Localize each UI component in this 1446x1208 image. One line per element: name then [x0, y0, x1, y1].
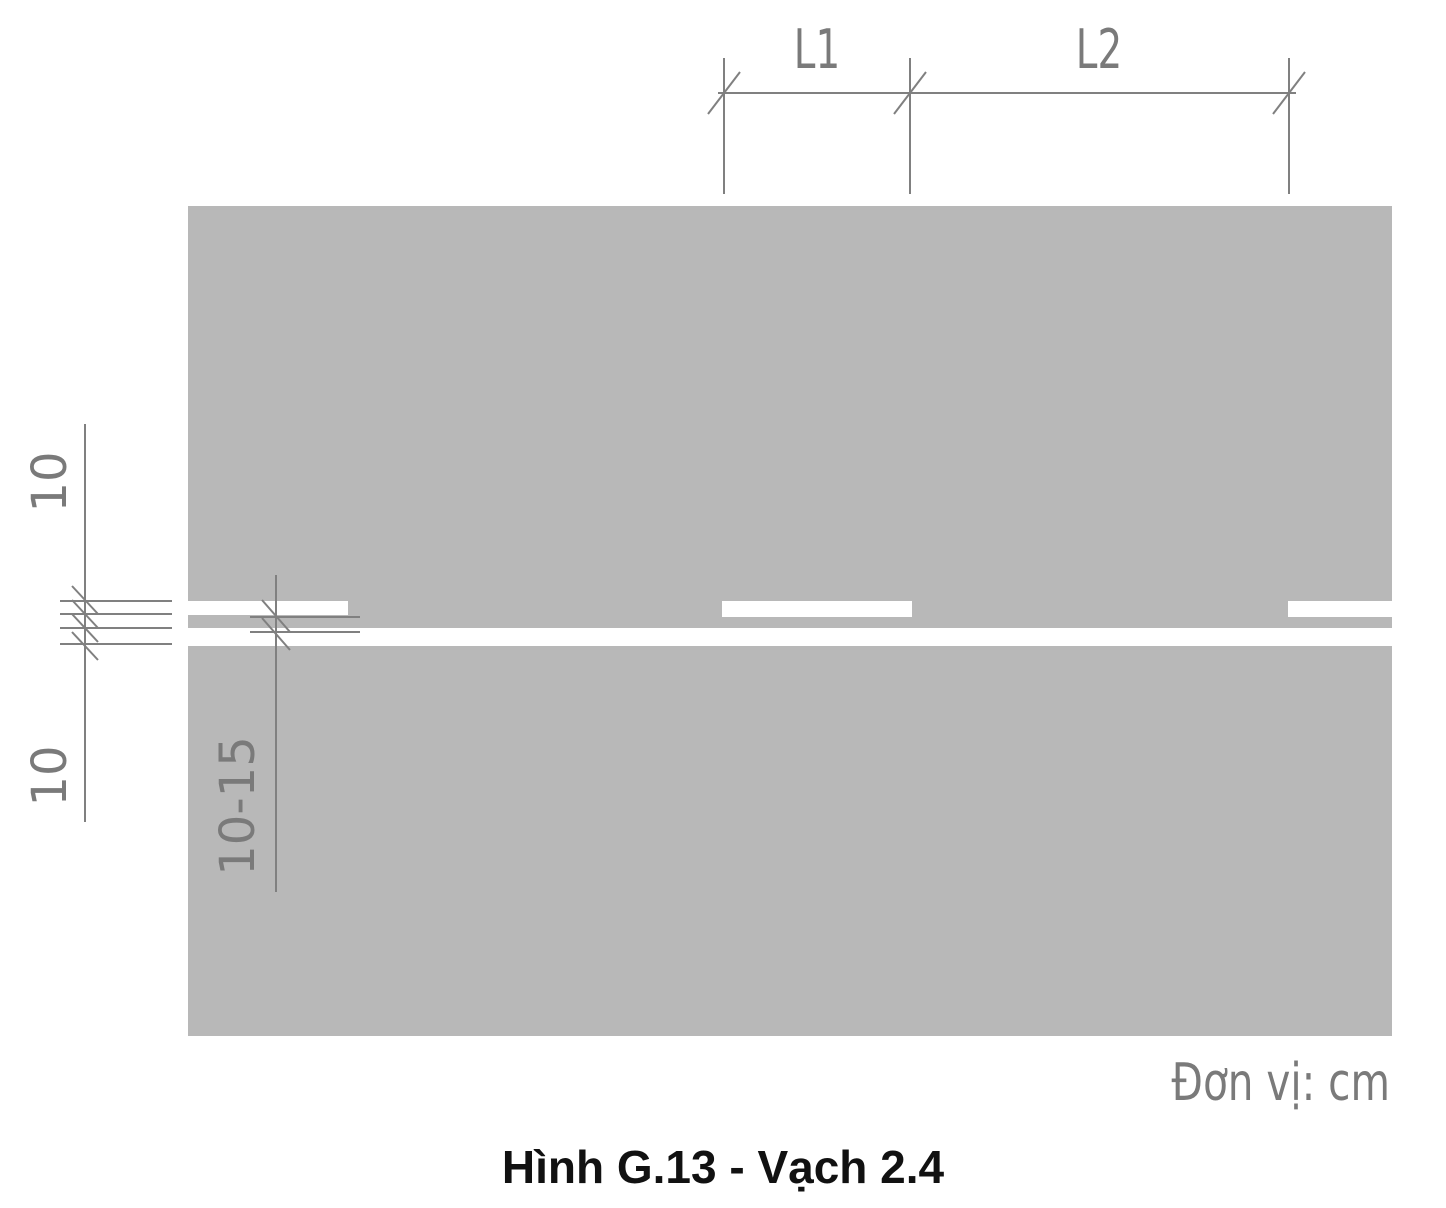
l1-label: L1	[794, 19, 840, 82]
unit-note: Đơn vị: cm	[1172, 1052, 1390, 1112]
left-dimension: 10 10	[22, 424, 172, 822]
road-surface	[188, 206, 1392, 1036]
figure-caption: Hình G.13 - Vạch 2.4	[501, 1141, 945, 1193]
dash-segment	[722, 601, 912, 617]
gap-dimension: 10-15	[210, 575, 360, 892]
top-line-width-label: 10	[22, 451, 78, 512]
top-dimension: L1 L2	[707, 19, 1306, 194]
dash-segment	[1288, 601, 1392, 617]
solid-line	[188, 628, 1392, 646]
l2-label: L2	[1076, 19, 1122, 82]
gap-label: 10-15	[210, 736, 266, 875]
bottom-line-width-label: 10	[22, 745, 78, 806]
